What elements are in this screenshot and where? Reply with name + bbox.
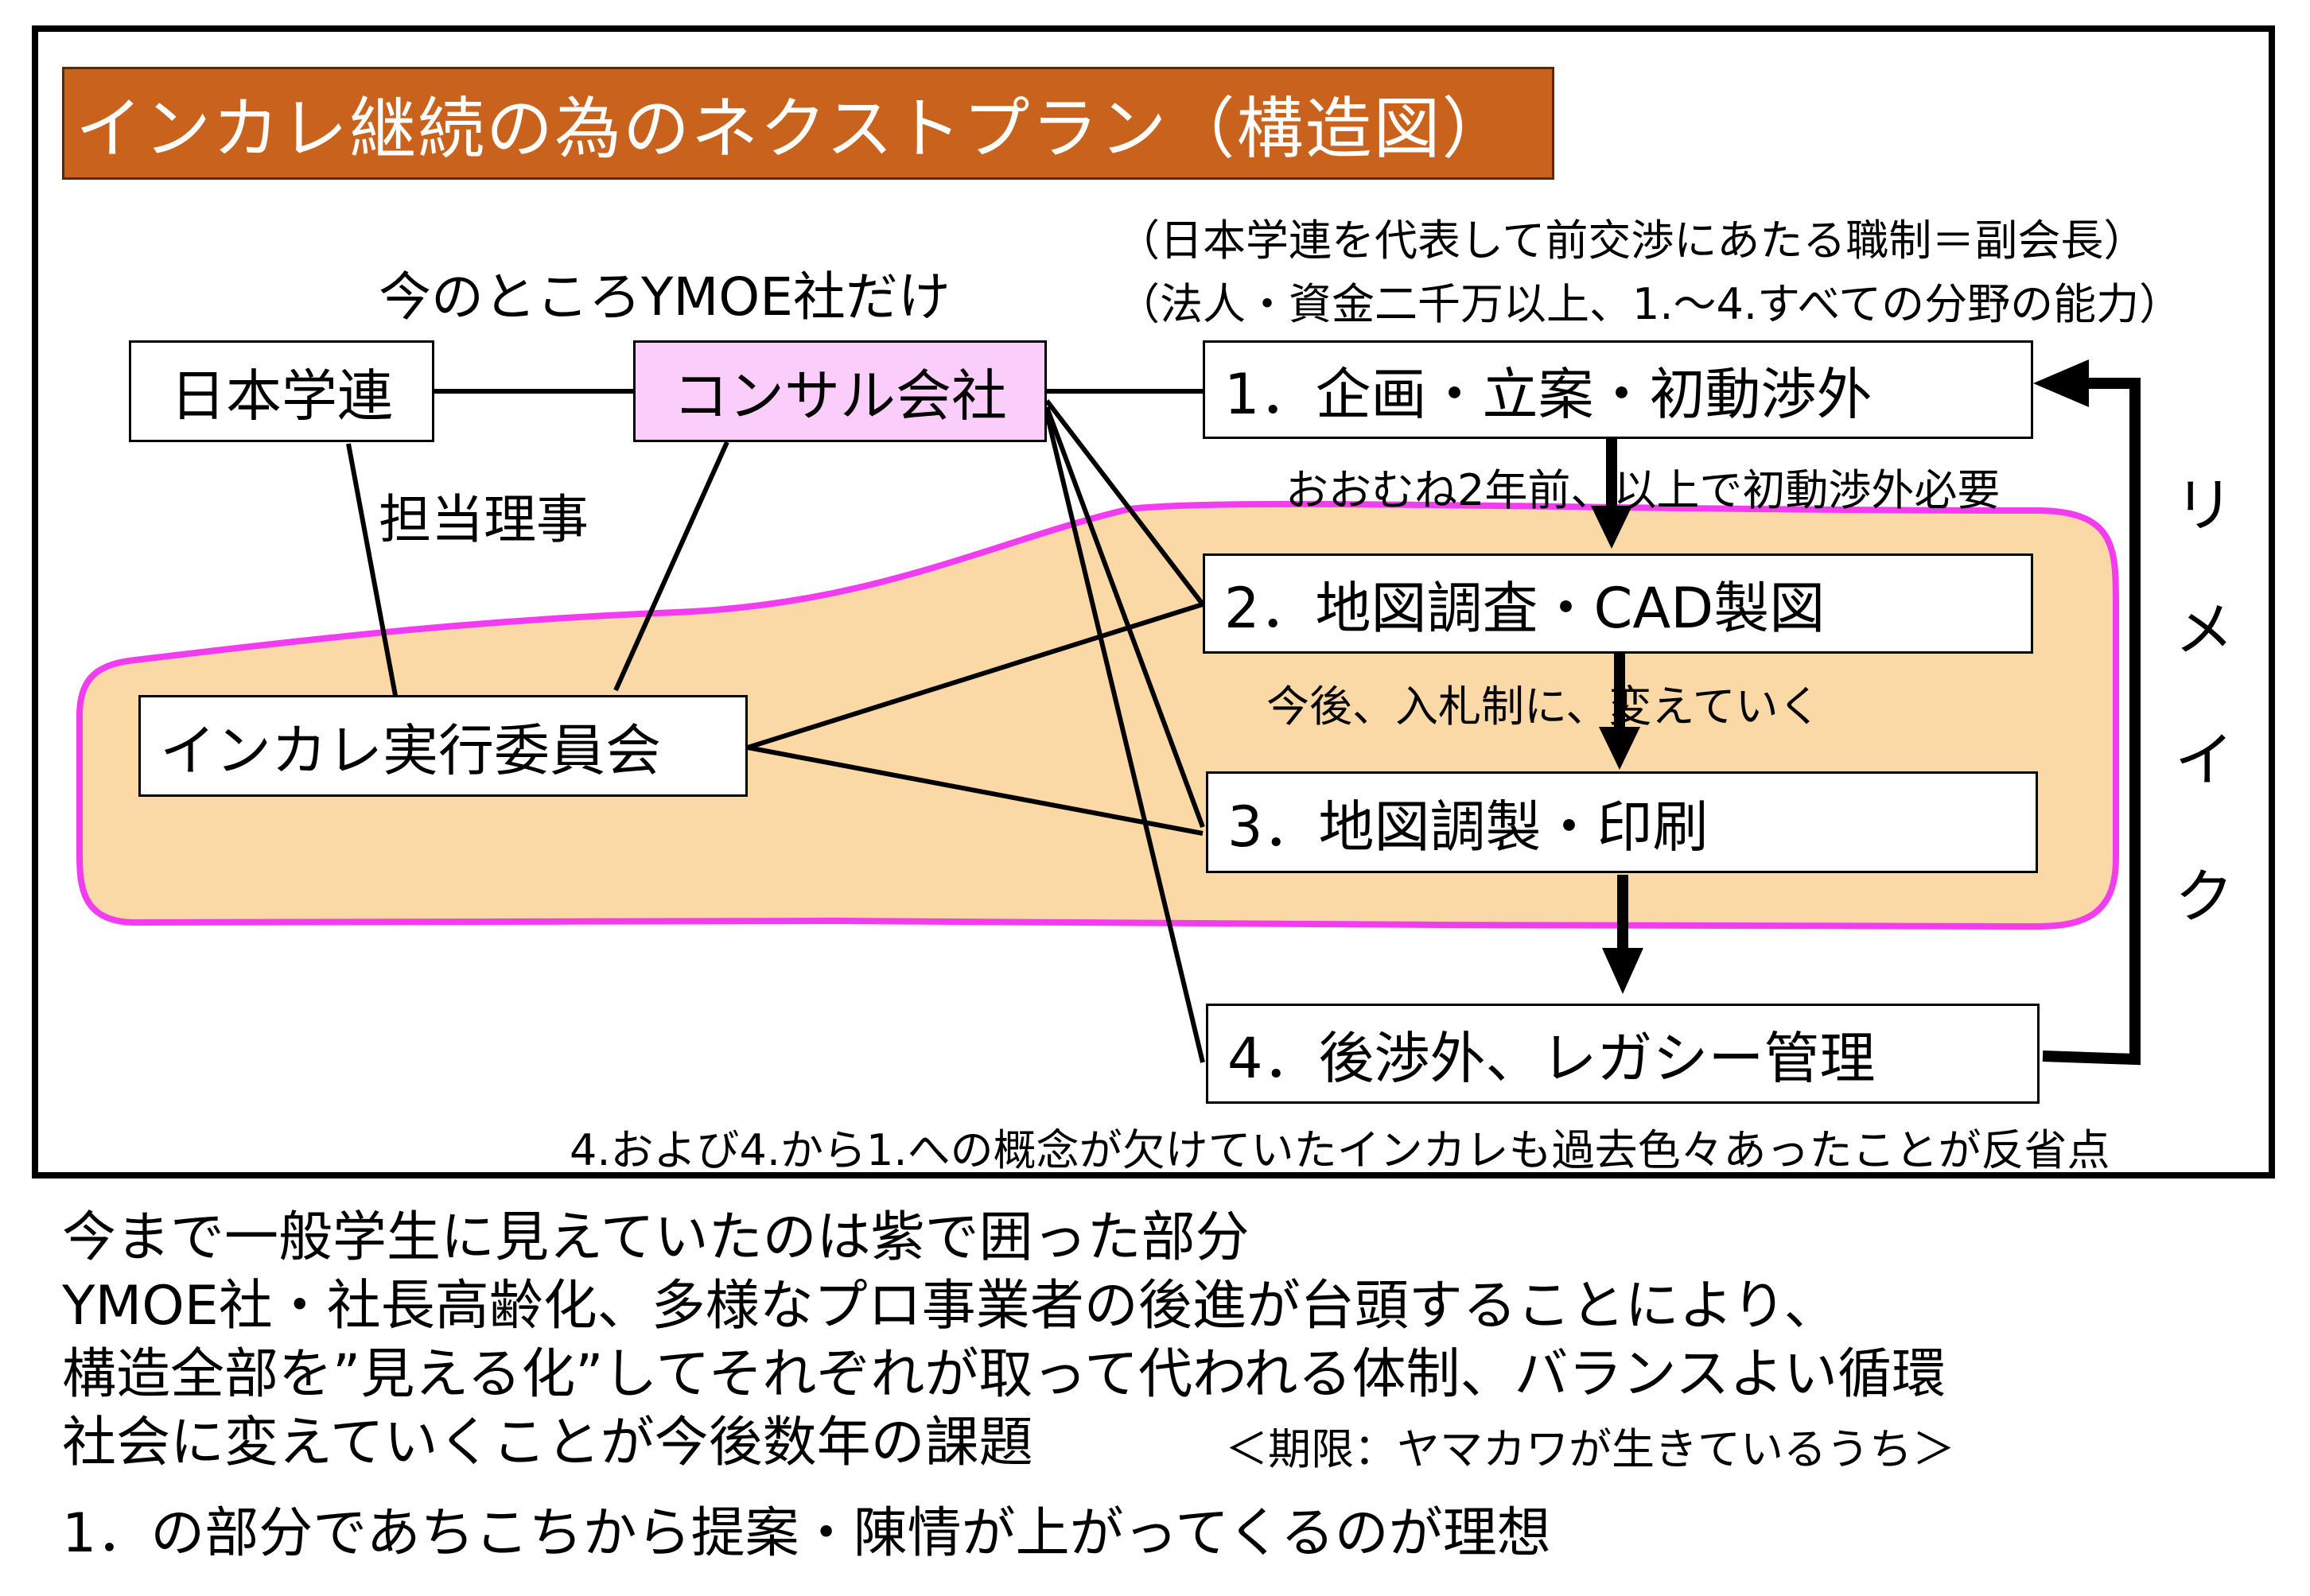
node-step3: 3．地図調製・印刷 (1206, 771, 2038, 873)
remake-loop-arrowhead (2033, 359, 2089, 407)
line-consul-step3 (1044, 406, 1205, 829)
line-consul-committee (613, 441, 729, 692)
node-step3-label: 3．地図調製・印刷 (1227, 794, 1709, 860)
node-step1: 1．企画・立案・初動渉外 (1203, 340, 2033, 439)
reflection-note: 4.および4.から1.への概念が欠けていたインカレも過去色々あったことが反省点 (570, 1125, 2110, 1175)
remake-char-2: メ (2175, 596, 2234, 664)
line-consul-step2 (1044, 399, 1205, 606)
remake-char-4: ク (2175, 863, 2234, 931)
diagram-title: インカレ継続の為のネクストプラン（構造図） (62, 67, 1554, 180)
lead-time-note: おおむね2年前、以上で初動渉外必要 (1285, 465, 2001, 515)
bottom-line-2: YMOE社・社長高齢化、多様なプロ事業者の後進が台頭することにより、 (62, 1275, 1838, 1338)
diagram-title-text: インカレ継続の為のネクストプラン（構造図） (76, 89, 1511, 168)
line-gakuren-committee (346, 443, 399, 701)
current-note: 今のところYMOE社だけ (379, 266, 951, 328)
node-consul: コンサル会社 (633, 340, 1047, 442)
node-step1-label: 1．企画・立案・初動渉外 (1224, 361, 1872, 427)
deadline-note: ＜期限：ヤマカワが生きているうち＞ (1225, 1424, 1955, 1474)
node-step2-label: 2．地図調査・CAD製図 (1224, 575, 1826, 641)
arrow-3-4-head (1602, 948, 1643, 994)
node-committee-label: インカレ実行委員会 (160, 717, 661, 783)
node-step2: 2．地図調査・CAD製図 (1203, 553, 2033, 654)
line-consul-step4 (1044, 413, 1205, 1063)
requirement-note: （法人・資金二千万以上、1.～4.すべての分野の能力） (1117, 279, 2183, 329)
future-note: 今後、入札制に、変えていく (1266, 682, 1822, 732)
arrow-2-3-head (1599, 727, 1640, 770)
line-committee-step2 (747, 602, 1204, 750)
node-gakuren: 日本学連 (129, 340, 434, 442)
bottom-line-4: 社会に変えていくことが今後数年の課題 (62, 1412, 1033, 1474)
remake-loop-arrow (2042, 378, 2141, 1066)
remake-char-1: リ (2175, 472, 2234, 540)
node-consul-label: コンサル会社 (673, 363, 1007, 429)
bottom-line-5: 1．の部分であちこちから提案・陳情が上がってくるのが理想 (62, 1502, 1551, 1565)
node-step4: 4．後渉外、レガシー管理 (1206, 1004, 2040, 1104)
remake-char-3: イ (2175, 726, 2234, 794)
node-step4-label: 4．後渉外、レガシー管理 (1227, 1025, 1876, 1091)
diagram-frame (32, 25, 2275, 1179)
bottom-line-1: 今まで一般学生に見えていたのは紫で囲った部分 (62, 1206, 1250, 1269)
bottom-line-3: 構造全部を”見える化”してそれぞれが取って代われる体制、バランスよい循環 (62, 1343, 1946, 1406)
role-note: （日本学連を代表して前交渉にあたる職制＝副会長） (1117, 216, 2147, 266)
line-committee-step3 (747, 745, 1204, 836)
node-gakuren-label: 日本学連 (170, 363, 393, 429)
node-committee: インカレ実行委員会 (138, 695, 748, 797)
tantou-label: 担当理事 (379, 489, 589, 550)
arrow-1-2-head (1591, 506, 1632, 549)
